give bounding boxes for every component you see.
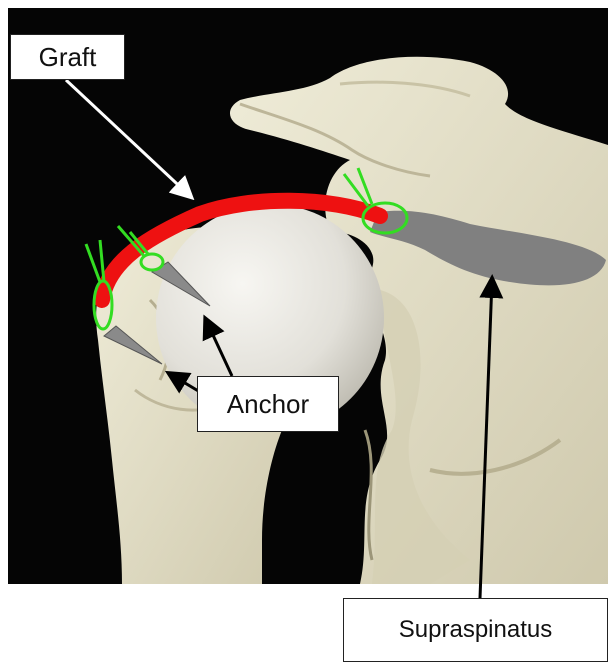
graft-label: Graft <box>10 34 125 80</box>
anchor-label: Anchor <box>197 376 339 432</box>
supraspinatus-label: Supraspinatus <box>343 598 608 662</box>
